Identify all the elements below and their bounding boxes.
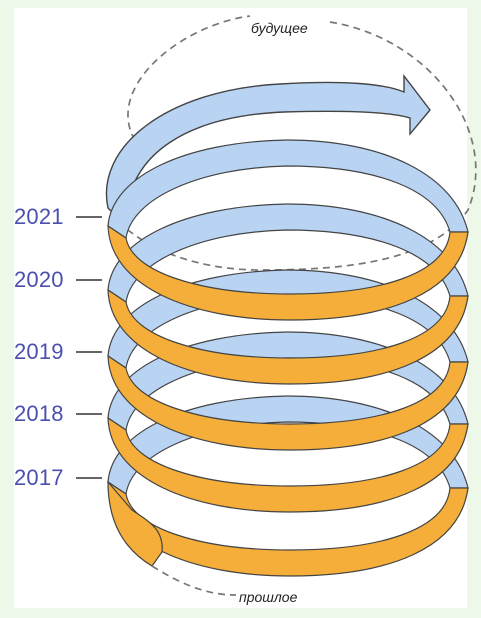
spiral-loops xyxy=(107,139,469,577)
year-label-2021: 2021 xyxy=(14,204,64,229)
past-label: прошлое xyxy=(239,589,298,605)
year-label-2019: 2019 xyxy=(14,339,64,364)
year-tick-2021 xyxy=(76,216,102,218)
spiral-arrow-band xyxy=(105,73,431,228)
year-label-2020: 2020 xyxy=(14,267,64,292)
year-tick-2018 xyxy=(76,413,102,415)
year-tick-2019 xyxy=(76,351,102,353)
year-label-2018: 2018 xyxy=(14,401,64,426)
year-tick-2017 xyxy=(76,477,102,479)
future-label: будущее xyxy=(251,20,308,36)
past-dashed-path xyxy=(151,565,237,596)
year-label-2017: 2017 xyxy=(14,465,64,490)
future-dashed-loop xyxy=(109,15,477,271)
year-tick-2020 xyxy=(76,279,102,281)
